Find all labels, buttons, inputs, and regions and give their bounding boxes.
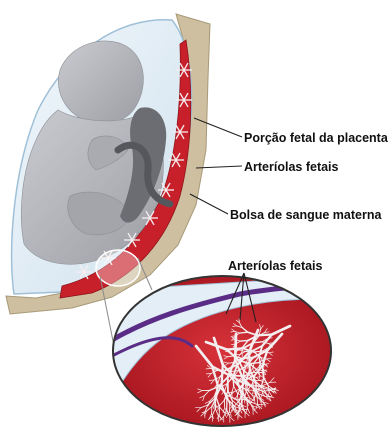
label-arterioles-top: Arteríolas fetais xyxy=(244,160,338,174)
fetus-head xyxy=(58,41,143,124)
zoom-detail xyxy=(100,276,340,426)
label-arterioles-zoom: Arteríolas fetais xyxy=(228,259,322,273)
label-maternal-blood-pool: Bolsa de sangue materna xyxy=(230,208,381,222)
zoom-source-highlight xyxy=(96,250,140,286)
label-placenta-fetal: Porção fetal da placenta xyxy=(244,131,388,145)
